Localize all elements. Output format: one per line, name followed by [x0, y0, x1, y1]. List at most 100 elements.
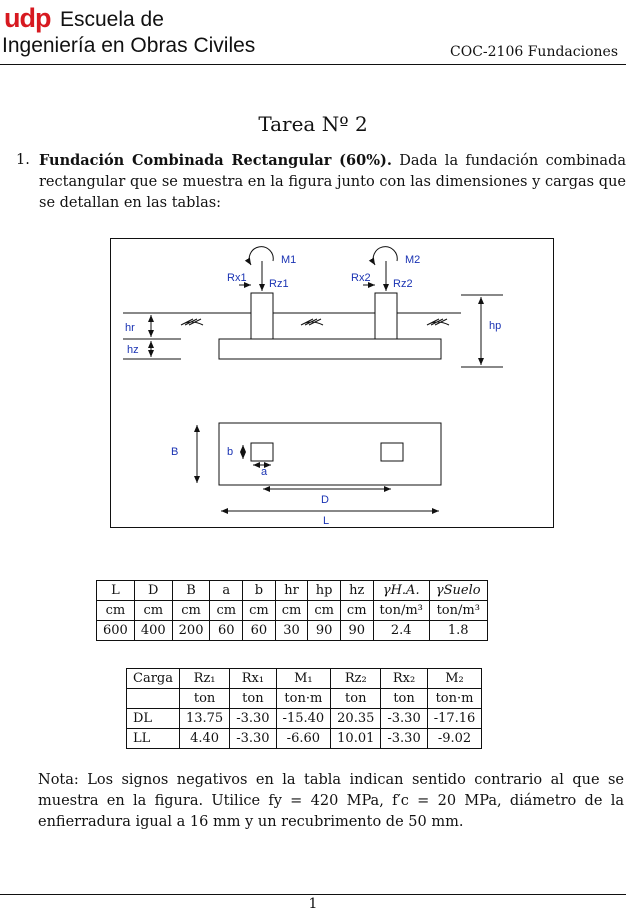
table-row: Carga Rz₁ Rx₁ M₁ Rz₂ Rx₂ M₂ [126, 668, 483, 689]
label-b-big: B [171, 446, 178, 458]
label-rx2: Rx2 [351, 272, 371, 284]
header-rule [0, 64, 626, 65]
label-a: a [261, 466, 268, 478]
m1-arrow [244, 246, 274, 266]
table-cell: cm [274, 600, 309, 621]
table-header: a [209, 580, 244, 601]
table-cell: ton [178, 688, 231, 709]
table-header: hz [339, 580, 374, 601]
column-2 [374, 292, 398, 340]
label-b-small: b [227, 446, 233, 458]
note-paragraph: Nota: Los signos negativos en la tabla i… [38, 772, 624, 830]
table-cell: ton [330, 688, 382, 709]
table-cell: 400 [133, 620, 173, 641]
problem-statement: 1. Fundación Combinada Rectangular (60%)… [16, 150, 626, 214]
foundation-diagram: M1 M2 Rx1 Rz1 Rx2 Rz2 hr hz hp B b a D L [110, 238, 554, 528]
table-cell: cm [209, 600, 244, 621]
table-header: hp [307, 580, 341, 601]
label-hz: hz [127, 344, 139, 356]
table-cell: ton·m [275, 688, 332, 709]
dimensions-table: L D B a b hr hp hz γH.A. γSuelo cm cm cm… [96, 580, 488, 641]
table-cell: -15.40 [275, 708, 332, 729]
label-rz1: Rz1 [269, 278, 289, 290]
table-cell: -3.30 [380, 708, 428, 729]
table-cell: 200 [171, 620, 211, 641]
table-header: M₂ [426, 668, 483, 689]
footer-rule [0, 894, 626, 895]
page-title: Tarea Nº 2 [258, 112, 368, 136]
table-cell: -3.30 [229, 728, 277, 749]
footing-plan [218, 422, 442, 486]
course-code: COC-2106 Fundaciones [450, 44, 618, 60]
loads-table: Carga Rz₁ Rx₁ M₁ Rz₂ Rx₂ M₂ ton ton ton·… [126, 668, 483, 749]
table-cell: 60 [209, 620, 244, 641]
table-cell: 600 [96, 620, 135, 641]
table-row: cm cm cm cm cm cm cm cm ton/m³ ton/m³ [96, 600, 488, 621]
label-hp: hp [489, 320, 501, 332]
logo-school-line1: Escuela de [60, 8, 164, 31]
table-header: Carga [126, 668, 180, 689]
table-header: B [171, 580, 211, 601]
table-cell: 90 [307, 620, 341, 641]
label-m2: M2 [405, 254, 420, 266]
table-row: LL 4.40 -3.30 -6.60 10.01 -3.30 -9.02 [126, 728, 483, 749]
logo-school-line2: Ingeniería en Obras Civiles [2, 34, 256, 57]
table-cell: 13.75 [178, 708, 231, 729]
table-cell: 2.4 [372, 620, 430, 641]
table-cell: cm [339, 600, 374, 621]
column-2-plan [380, 442, 404, 462]
table-header: Rx₁ [229, 668, 277, 689]
problem-number: 1. [16, 152, 30, 168]
table-cell: cm [133, 600, 173, 621]
label-m1: M1 [281, 254, 296, 266]
column-1-plan [250, 442, 274, 462]
table-cell: -3.30 [229, 708, 277, 729]
table-cell: 90 [339, 620, 374, 641]
table-cell: -17.16 [426, 708, 483, 729]
table-header: b [242, 580, 276, 601]
table-cell: 1.8 [428, 620, 488, 641]
table-cell: 10.01 [330, 728, 382, 749]
problem-text: Dada la fundación combinada rectangular … [39, 153, 626, 211]
table-cell: ton/m³ [428, 600, 488, 621]
problem-heading: Fundación Combinada Rectangular (60%). [39, 152, 392, 169]
table-cell: cm [242, 600, 276, 621]
table-cell: LL [126, 728, 180, 749]
table-row: DL 13.75 -3.30 -15.40 20.35 -3.30 -17.16 [126, 708, 483, 729]
table-cell: 20.35 [330, 708, 382, 729]
table-cell: DL [126, 708, 180, 729]
table-cell: cm [171, 600, 211, 621]
table-cell: cm [96, 600, 135, 621]
table-header: hr [274, 580, 309, 601]
soil-hatch-marks [180, 318, 450, 326]
table-cell: ton [229, 688, 277, 709]
label-rz2: Rz2 [393, 278, 413, 290]
m2-arrow [368, 246, 398, 266]
table-header: Rz₁ [178, 668, 231, 689]
table-cell: ton·m [426, 688, 483, 709]
table-cell: ton [380, 688, 428, 709]
table-cell: -6.60 [275, 728, 332, 749]
label-rx1: Rx1 [227, 272, 247, 284]
table-header: L [96, 580, 135, 601]
table-cell: ton/m³ [372, 600, 430, 621]
table-cell: cm [307, 600, 341, 621]
table-header: Rx₂ [380, 668, 428, 689]
udp-logo: udp Escuela de Ingeniería en Obras Civil… [2, 4, 262, 60]
table-header: γH.A. [372, 580, 430, 601]
table-header: M₁ [275, 668, 332, 689]
table-cell: 30 [274, 620, 309, 641]
footing-elevation [218, 338, 442, 360]
page-number: 1 [308, 896, 318, 912]
logo-udp-mark: udp [4, 3, 51, 33]
table-cell: 60 [242, 620, 276, 641]
table-cell: -3.30 [380, 728, 428, 749]
table-header: Rz₂ [330, 668, 382, 689]
table-header: D [133, 580, 173, 601]
table-header: γSuelo [428, 580, 488, 601]
label-d: D [321, 494, 329, 506]
table-row: 600 400 200 60 60 30 90 90 2.4 1.8 [96, 620, 488, 641]
column-1 [250, 292, 274, 340]
table-cell: 4.40 [178, 728, 231, 749]
table-cell: -9.02 [426, 728, 483, 749]
